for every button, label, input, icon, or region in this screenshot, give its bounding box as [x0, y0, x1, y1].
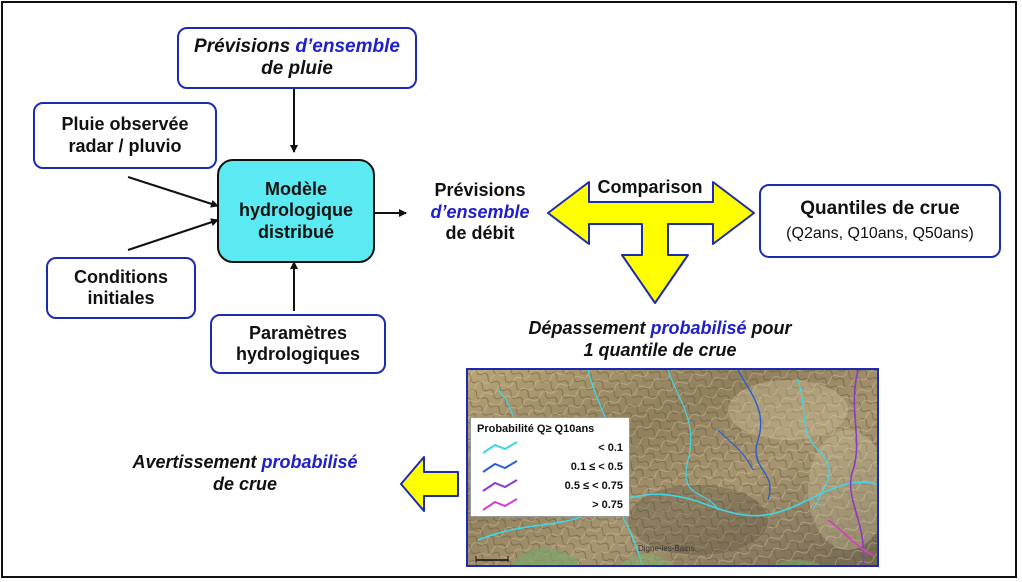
- depassement-line2: 1 quantile de crue: [583, 339, 737, 360]
- previsions-pluie-line2: de pluie: [261, 58, 333, 79]
- avertissement-line2: de crue: [212, 473, 278, 494]
- legend-item: 0.5 ≤ < 0.75: [471, 477, 629, 495]
- legend-title: Probabilité Q≥ Q10ans: [477, 423, 595, 435]
- box-modele-hydrologique: Modèle hydrologique distribué: [217, 159, 375, 263]
- depassement-line1b: probabilisé: [650, 318, 747, 338]
- legend-swatch-purple: [482, 479, 518, 492]
- quantiles-line1: Quantiles de crue: [800, 198, 960, 220]
- arrow-conditions-to-model: [127, 218, 219, 251]
- debit-line3: de débit: [445, 223, 515, 244]
- parametres-line1: Paramètres: [248, 322, 348, 343]
- avertissement-line1b: probabilisé: [261, 452, 358, 472]
- legend-item: 0.1 ≤ < 0.5: [471, 458, 629, 476]
- legend-swatch-magenta: [482, 498, 518, 511]
- box-parametres-hydrologiques: Paramètres hydrologiques: [210, 314, 386, 374]
- legend-item: < 0.1: [471, 439, 629, 457]
- previsions-pluie-line1a: Prévisions: [194, 35, 296, 57]
- map-town-label: Digne-les-Bains: [638, 544, 695, 553]
- legend-label: 0.1 ≤ < 0.5: [570, 461, 623, 473]
- debit-line2: d’ensemble: [430, 201, 530, 222]
- debit-line1: Prévisions: [434, 180, 526, 200]
- legend-label: < 0.1: [598, 442, 623, 454]
- previsions-pluie-line1b: d’ensemble: [295, 35, 400, 57]
- conditions-line2: initiales: [87, 288, 155, 308]
- pluie-observee-line2: radar / pluvio: [68, 135, 182, 156]
- parametres-line2: hydrologiques: [235, 344, 360, 364]
- arrow-observee-to-model: [127, 176, 219, 208]
- warning-big-arrow: [400, 456, 459, 512]
- pluie-observee-line1: Pluie observée: [61, 114, 189, 135]
- legend-swatch-cyan: [482, 441, 518, 454]
- box-previsions-pluie: Prévisions d’ensemble de pluie: [177, 27, 417, 89]
- box-quantiles-crue: Quantiles de crue (Q2ans, Q10ans, Q50ans…: [759, 184, 1001, 258]
- legend-label: > 0.75: [592, 499, 623, 511]
- label-previsions-debit: Prévisions d’ensemble de débit: [410, 180, 550, 245]
- quantiles-line2: (Q2ans, Q10ans, Q50ans): [786, 224, 974, 242]
- label-avertissement: Avertissement probabilisé de crue: [110, 452, 380, 495]
- modele-line1: Modèle: [264, 179, 327, 200]
- box-pluie-observee: Pluie observée radar / pluvio: [33, 102, 217, 169]
- conditions-line1: Conditions: [74, 266, 168, 287]
- legend-label: 0.5 ≤ < 0.75: [564, 480, 623, 492]
- modele-line3: distribué: [257, 221, 334, 242]
- comparison-big-arrow: [547, 181, 755, 304]
- legend-swatch-blue: [482, 460, 518, 473]
- label-depassement: Dépassement probabilisé pour 1 quantile …: [470, 318, 850, 361]
- label-comparison: Comparison: [597, 177, 703, 197]
- legend-item: > 0.75: [471, 496, 629, 514]
- avertissement-line1a: Avertissement: [132, 452, 262, 472]
- modele-line2: hydrologique: [239, 200, 353, 221]
- box-conditions-initiales: Conditions initiales: [46, 257, 196, 319]
- map-legend: Probabilité Q≥ Q10ans < 0.1 0.1 ≤ < 0.5 …: [470, 417, 630, 517]
- depassement-line1c: pour: [746, 318, 792, 338]
- depassement-line1a: Dépassement: [528, 318, 651, 338]
